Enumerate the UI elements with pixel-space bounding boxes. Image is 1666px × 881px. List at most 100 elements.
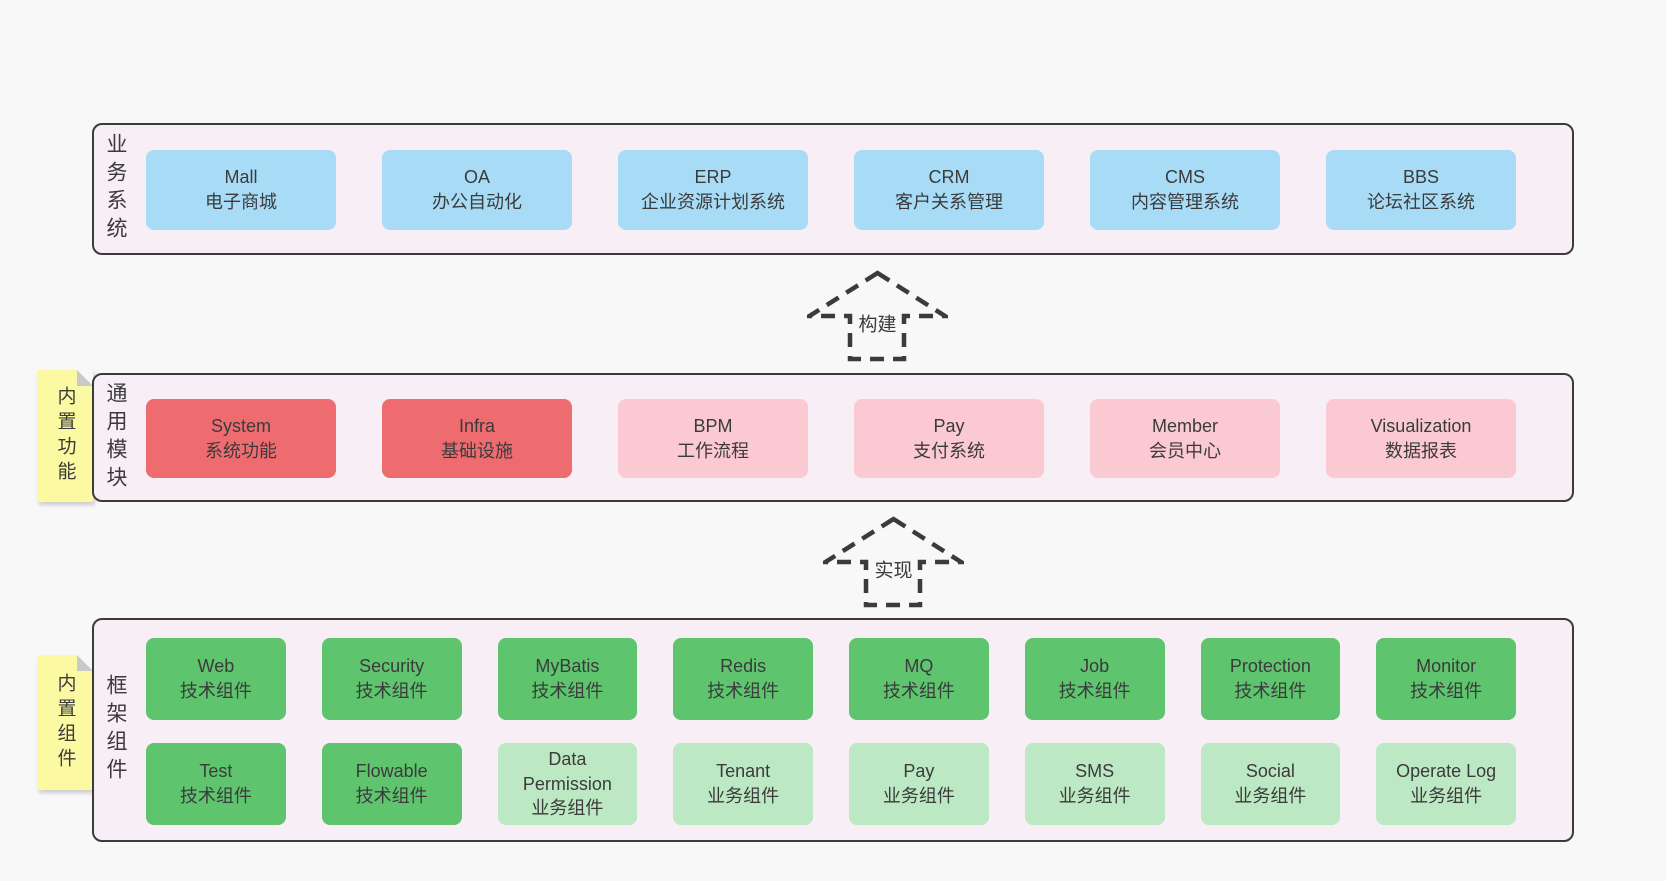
box-subtitle: 技术组件 xyxy=(1410,681,1483,701)
layer-common-modules-label: 通用模块 xyxy=(104,381,127,494)
box-subtitle: 会员中心 xyxy=(1149,440,1221,461)
box-title: Social xyxy=(1245,761,1295,782)
box-erp: ERP 企业资源计划系统 xyxy=(618,150,808,230)
sticky-note-built-in-components-text: 内置组件 xyxy=(54,672,76,773)
box-title: System xyxy=(210,415,271,436)
box-subtitle: 业务组件 xyxy=(882,786,955,806)
box-operate-log: Operate Log 业务组件 xyxy=(1376,743,1516,825)
box-title: ERP xyxy=(694,167,732,188)
box-subtitle: 内容管理系统 xyxy=(1131,192,1239,212)
box-title: OA xyxy=(463,167,490,188)
box-subtitle: 业务组件 xyxy=(1410,786,1483,806)
box-flowable: Flowable 技术组件 xyxy=(321,743,462,825)
components-row-2: Test 技术组件 Flowable 技术组件 Data Permission 业务组件 T… xyxy=(146,743,1516,825)
box-system: System 系统功能 xyxy=(146,399,336,478)
box-title: Visualization xyxy=(1370,415,1472,436)
box-title: Mall xyxy=(224,167,258,188)
implement-arrow-label: 实现 xyxy=(870,554,917,584)
sticky-note-built-in-components: 内置组件 xyxy=(37,655,93,790)
box-redis: Redis 技术组件 xyxy=(673,638,813,720)
box-subtitle: 技术组件 xyxy=(1058,681,1131,701)
box-title: Job xyxy=(1080,656,1110,677)
sticky-note-built-in-features: 内置功能 xyxy=(37,370,93,502)
box-title: MQ xyxy=(904,656,934,677)
box-title: Pay xyxy=(933,415,965,436)
box-subtitle: 技术组件 xyxy=(707,681,780,701)
box-subtitle: 办公自动化 xyxy=(432,192,522,212)
box-title: Operate Log xyxy=(1396,761,1497,782)
box-title: Monitor xyxy=(1416,656,1477,677)
build-arrow: 构建 xyxy=(807,270,948,362)
box-subtitle: 技术组件 xyxy=(355,786,428,806)
layer-framework-components-label: 框架组件 xyxy=(104,674,127,786)
box-subtitle: 基础设施 xyxy=(441,440,513,461)
box-member: Member 会员中心 xyxy=(1090,399,1280,478)
box-oa: OA 办公自动化 xyxy=(382,150,572,230)
box-title: Web xyxy=(197,656,235,677)
box-cms: CMS 内容管理系统 xyxy=(1090,150,1280,230)
box-subtitle: 业务组件 xyxy=(1234,786,1307,806)
box-mybatis: MyBatis 技术组件 xyxy=(497,638,638,720)
up-arrow-icon xyxy=(823,516,964,608)
box-data-permission: Data Permission 业务组件 xyxy=(497,743,638,825)
box-subtitle: 工作流程 xyxy=(677,440,749,461)
box-bpm: BPM 工作流程 xyxy=(618,399,808,478)
box-title: Member xyxy=(1151,415,1218,436)
box-sms: SMS 业务组件 xyxy=(1024,743,1165,825)
box-title: MyBatis xyxy=(535,656,600,677)
box-infra: Infra 基础设施 xyxy=(382,399,572,478)
box-subtitle: 数据报表 xyxy=(1385,440,1457,461)
box-subtitle: 业务组件 xyxy=(531,798,604,819)
box-subtitle: 技术组件 xyxy=(1234,681,1307,701)
box-title: Test xyxy=(199,761,233,782)
box-title: Security xyxy=(359,656,425,677)
box-test: Test 技术组件 xyxy=(146,743,286,825)
box-subtitle: 技术组件 xyxy=(882,681,955,701)
box-subtitle: 业务组件 xyxy=(1058,786,1131,806)
box-subtitle: 论坛社区系统 xyxy=(1367,192,1475,212)
box-title: Redis xyxy=(720,656,767,677)
box-title: BBS xyxy=(1402,167,1440,188)
box-monitor: Monitor 技术组件 xyxy=(1376,638,1516,720)
box-title: BPM xyxy=(693,415,733,436)
implement-arrow: 实现 xyxy=(823,516,964,608)
box-title: Data Permission xyxy=(522,748,612,794)
box-title: SMS xyxy=(1075,761,1115,782)
box-job: Job 技术组件 xyxy=(1024,638,1165,720)
box-title: CMS xyxy=(1165,167,1205,188)
box-title: Tenant xyxy=(716,761,771,782)
box-bbs: BBS 论坛社区系统 xyxy=(1326,150,1516,230)
box-subtitle: 技术组件 xyxy=(179,681,252,701)
box-social: Social 业务组件 xyxy=(1200,743,1341,825)
box-visualization: Visualization 数据报表 xyxy=(1326,399,1516,478)
up-arrow-icon xyxy=(807,270,948,362)
box-web: Web 技术组件 xyxy=(146,638,286,720)
box-subtitle: 技术组件 xyxy=(179,786,252,806)
box-title: Infra xyxy=(458,415,496,436)
sticky-note-built-in-features-text: 内置功能 xyxy=(54,386,76,486)
box-subtitle: 系统功能 xyxy=(205,440,277,461)
build-arrow-label: 构建 xyxy=(854,308,901,338)
box-subtitle: 客户关系管理 xyxy=(895,192,1003,212)
box-subtitle: 企业资源计划系统 xyxy=(641,192,785,212)
box-mq: MQ 技术组件 xyxy=(849,638,989,720)
box-subtitle: 技术组件 xyxy=(531,681,604,701)
box-title: Flowable xyxy=(355,761,428,782)
